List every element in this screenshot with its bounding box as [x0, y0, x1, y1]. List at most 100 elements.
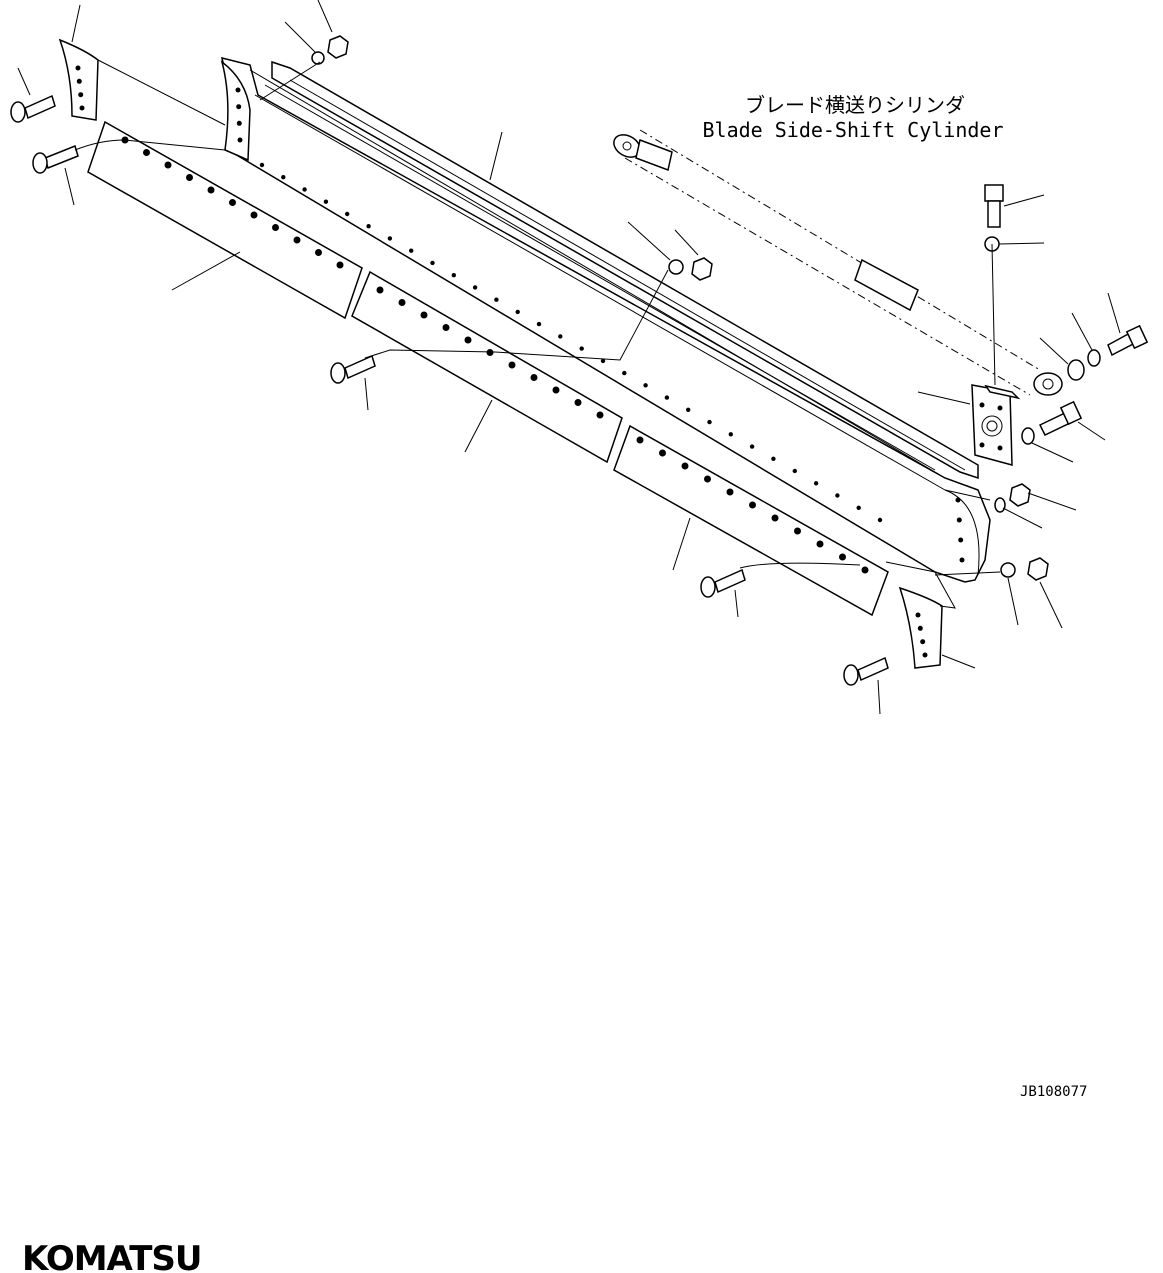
mounting-hole: [861, 566, 869, 574]
washer-top: [311, 51, 325, 65]
mounting-hole: [315, 249, 322, 256]
mounting-hole: [835, 493, 840, 498]
mounting-hole: [235, 87, 241, 93]
mounting-hole: [958, 537, 964, 543]
mounting-hole: [186, 174, 193, 181]
mounting-hole: [922, 652, 928, 658]
mounting-hole: [536, 321, 542, 327]
mounting-hole: [771, 514, 779, 522]
mounting-hole: [955, 497, 961, 503]
mounting-hole: [76, 78, 82, 84]
side-shift-cylinder: [613, 129, 1063, 396]
mounting-hole: [959, 557, 965, 563]
mounting-hole: [704, 475, 711, 483]
mounting-hole: [78, 92, 84, 98]
mounting-hole: [442, 324, 450, 331]
mounting-hole: [659, 449, 666, 457]
mounting-hole: [749, 501, 756, 509]
mounting-hole: [917, 625, 923, 631]
plow-bolt-2: [32, 144, 79, 174]
mounting-hole: [207, 186, 215, 194]
mounting-hole: [622, 370, 627, 376]
mounting-hole: [579, 346, 584, 351]
mounting-hole: [956, 517, 962, 523]
mounting-hole: [409, 248, 414, 253]
mounting-hole: [530, 374, 538, 381]
mounting-hole: [336, 261, 344, 269]
mounting-hole: [596, 411, 604, 419]
washer-bracket: [1021, 427, 1035, 445]
annotation-en: Blade Side-Shift Cylinder: [702, 118, 1003, 142]
mounting-hole: [464, 336, 472, 344]
mounting-hole: [79, 105, 85, 111]
mounting-hole: [302, 187, 307, 192]
mounting-hole: [259, 162, 265, 168]
nut-right-1: [1009, 483, 1031, 507]
mounting-hole: [420, 311, 428, 319]
mounting-hole: [250, 211, 258, 219]
mounting-hole: [345, 211, 350, 217]
leader-lines: [17, 0, 1121, 715]
mounting-hole: [229, 199, 236, 206]
mounting-hole: [794, 527, 801, 535]
cylinder-bracket: [971, 384, 1021, 466]
mounting-hole: [552, 386, 560, 394]
mounting-hole: [749, 444, 755, 449]
mounting-hole: [143, 149, 150, 156]
mounting-hole: [472, 285, 478, 290]
washer-mid: [668, 259, 684, 275]
plow-bolt-3: [330, 354, 376, 384]
washer-right-1: [994, 497, 1006, 513]
mounting-hole: [636, 436, 644, 444]
mounting-hole: [771, 456, 776, 461]
mounting-hole: [816, 540, 824, 548]
mounting-hole: [451, 273, 456, 278]
nut-right-2: [1027, 557, 1049, 581]
mounting-hole: [75, 65, 81, 71]
mounting-hole: [387, 236, 393, 241]
mounting-hole: [707, 419, 712, 425]
mounting-hole: [686, 407, 691, 412]
mounting-hole: [398, 299, 406, 306]
washer-right-2: [1000, 562, 1016, 578]
drawing-code: JB108077: [1020, 1084, 1087, 1100]
mounting-hole: [877, 517, 883, 523]
plow-bolt-1: [10, 94, 56, 123]
plow-bolt-5: [843, 656, 889, 686]
top-rail: [264, 60, 979, 480]
hex-bolt-vertical: [984, 184, 1004, 228]
nut-mid: [691, 257, 713, 281]
mounting-hole: [839, 553, 846, 561]
hex-bolt-cylinder: [1107, 324, 1149, 357]
mounting-hole: [486, 349, 494, 356]
mounting-hole: [515, 309, 520, 315]
mounting-hole: [681, 462, 689, 470]
mounting-hole: [915, 612, 921, 618]
mounting-hole: [494, 297, 499, 302]
mounting-hole: [728, 432, 733, 437]
mounting-hole: [376, 286, 384, 294]
mounting-hole: [920, 639, 926, 645]
annotation-jp: ブレード横送りシリンダ: [745, 93, 965, 117]
mounting-hole: [856, 505, 861, 510]
mounting-hole: [600, 358, 606, 364]
mounting-hole: [366, 224, 371, 229]
mounting-hole: [272, 224, 279, 231]
cutting-edge-center: [351, 270, 623, 464]
mounting-hole: [237, 137, 243, 143]
nut-top: [327, 35, 349, 59]
mounting-hole: [813, 481, 819, 486]
mounting-hole: [164, 161, 172, 169]
mounting-holes: [75, 65, 965, 658]
washer-cylinder-1: [1067, 359, 1085, 381]
mounting-hole: [726, 488, 734, 496]
mounting-hole: [281, 175, 286, 180]
mounting-hole: [664, 395, 670, 400]
mounting-hole: [574, 399, 582, 406]
mounting-hole: [323, 199, 329, 204]
mounting-hole: [558, 334, 563, 339]
mounting-hole: [643, 383, 648, 388]
connector-lines: [74, 59, 1001, 609]
mounting-hole: [508, 361, 516, 369]
